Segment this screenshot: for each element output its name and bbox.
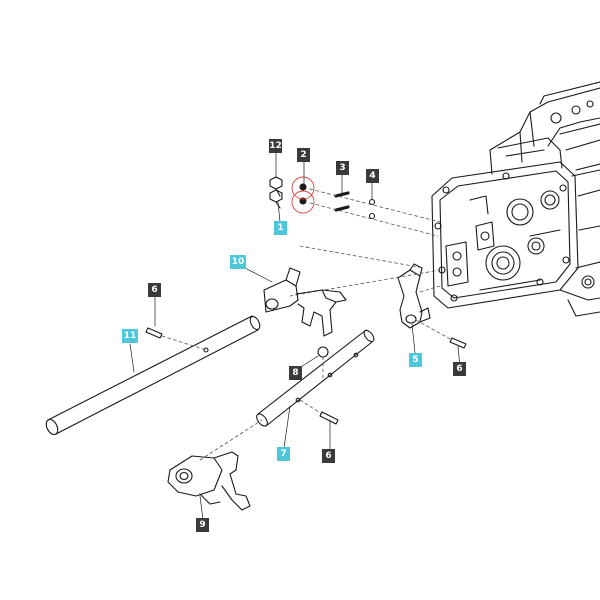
callout-11[interactable]: 11 [122,329,138,343]
bolt-part-12 [269,176,283,197]
shift-rail-7 [256,329,375,427]
callout-12[interactable]: 12 [269,139,282,153]
leader-lines [129,151,461,521]
callout-6-bottom[interactable]: 6 [322,449,335,463]
pin-part-4 [368,198,376,220]
callout-8[interactable]: 8 [289,366,302,380]
callout-3[interactable]: 3 [336,161,349,175]
shift-fork-5 [397,263,431,329]
assembly-lines [161,188,453,461]
bolt-part-1 [269,189,283,209]
pin-part-6-left [145,327,163,339]
shift-fork-9 [167,451,251,511]
callout-7[interactable]: 7 [277,447,290,461]
callout-6-right[interactable]: 6 [453,362,466,376]
callout-4[interactable]: 4 [366,169,379,183]
callout-5[interactable]: 5 [409,353,422,367]
callout-6-left[interactable]: 6 [148,283,161,297]
callout-10[interactable]: 10 [230,255,246,269]
pin-part-6-right [449,337,467,349]
callout-9[interactable]: 9 [196,518,209,532]
gearbox-housing [431,81,600,317]
pin-part-6-bottom [319,411,339,425]
ring-part-8 [317,346,329,358]
shift-fork-10 [263,267,347,337]
callout-1[interactable]: 1 [274,221,287,235]
shift-rail-11 [45,315,261,436]
spring-part-3 [334,191,350,212]
ball-part-2 [291,176,315,214]
callout-2[interactable]: 2 [297,148,310,162]
